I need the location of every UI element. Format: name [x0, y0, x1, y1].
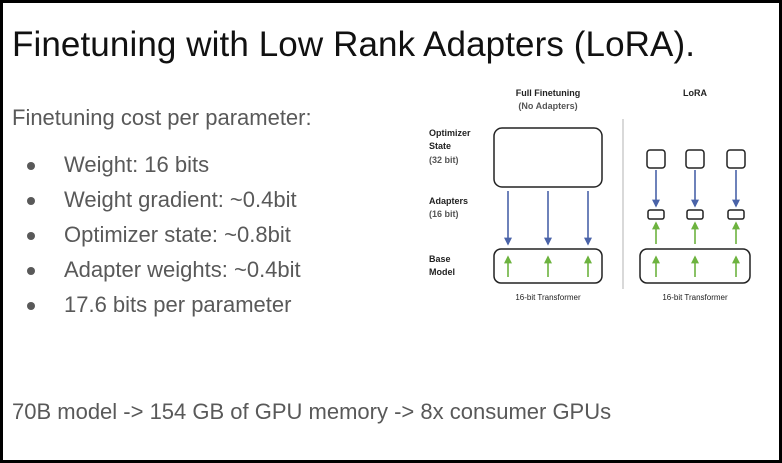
- adapter-box: [686, 209, 704, 220]
- lora-optimizer-state-box: [726, 149, 746, 169]
- optimizer-state-label-line-1: Optimizer: [429, 128, 471, 138]
- adapters-label: Adapters: [429, 196, 468, 206]
- lora-diagram: Full Finetuning (No Adapters) LoRA Optim…: [429, 88, 751, 302]
- bullet-dot-icon: [27, 162, 35, 170]
- bullet-text: 17.6 bits per parameter: [64, 292, 292, 317]
- bullet-dot-icon: [27, 197, 35, 205]
- bullet-text: Weight gradient: ~0.4bit: [64, 187, 297, 212]
- optimizer-state-box: [493, 127, 603, 188]
- adapter-box: [647, 209, 665, 220]
- bullet-text: Optimizer state: ~0.8bit: [64, 222, 291, 247]
- full-finetuning-title: Full Finetuning: [516, 88, 581, 98]
- bullet-text: Weight: 16 bits: [64, 152, 210, 177]
- adapters-note: (16 bit): [429, 209, 459, 219]
- full-finetuning-caption: 16-bit Transformer: [515, 293, 581, 302]
- optimizer-state-note: (32 bit): [429, 155, 459, 165]
- lora-optimizer-state-box: [646, 149, 666, 169]
- bullet-dot-icon: [27, 267, 35, 275]
- slide-footer: 70B model -> 154 GB of GPU memory -> 8x …: [12, 399, 612, 424]
- bullet-dot-icon: [27, 302, 35, 310]
- lora-optimizer-state-box: [685, 149, 705, 169]
- bullet-text: Adapter weights: ~0.4bit: [64, 257, 301, 282]
- bullet-dot-icon: [27, 232, 35, 240]
- lora-caption: 16-bit Transformer: [662, 293, 728, 302]
- base-model-label-line-2: Model: [429, 267, 455, 277]
- slide-title: Finetuning with Low Rank Adapters (LoRA)…: [12, 25, 696, 64]
- base-model-label-line-1: Base: [429, 254, 451, 264]
- lora-title: LoRA: [683, 88, 707, 98]
- optimizer-state-label-line-2: State: [429, 141, 451, 151]
- adapter-box: [727, 209, 745, 220]
- slide-subtitle: Finetuning cost per parameter:: [12, 105, 312, 130]
- full-finetuning-subtitle: (No Adapters): [518, 101, 577, 111]
